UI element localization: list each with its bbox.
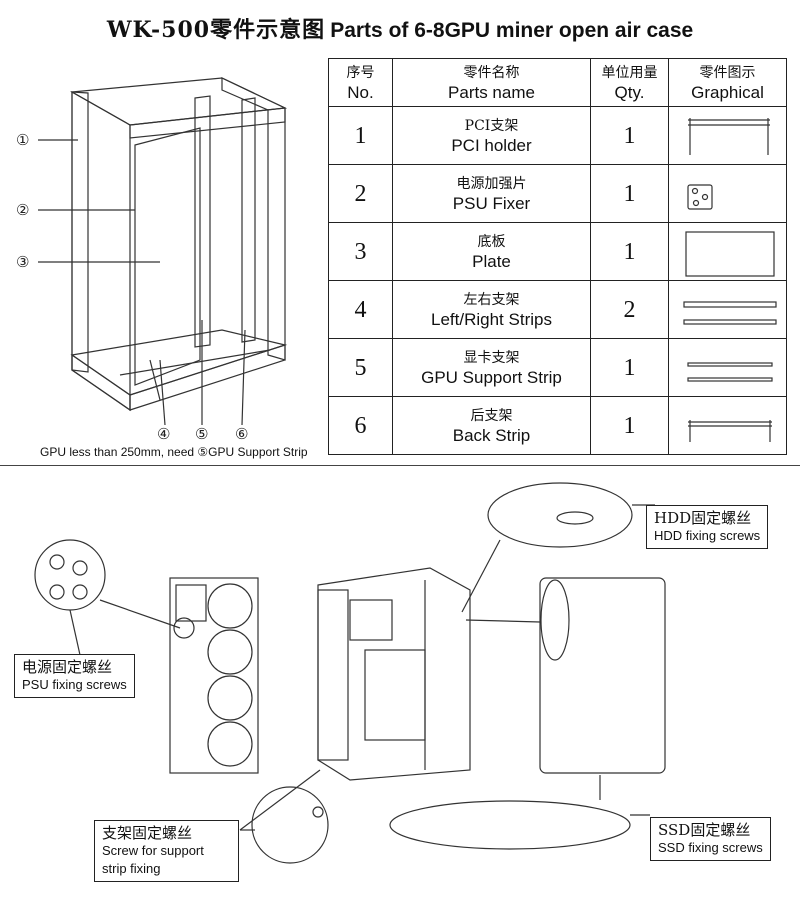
case-panel-view xyxy=(465,577,666,774)
row-no: 1 xyxy=(328,106,393,165)
label-2: ② xyxy=(16,201,30,219)
label-1: ① xyxy=(16,131,30,149)
row-qty: 1 xyxy=(590,164,669,223)
row-graphic xyxy=(668,338,787,397)
row-graphic xyxy=(668,106,787,165)
row-qty: 2 xyxy=(590,280,669,339)
page-title: WK-500零件示意图 Parts of 6-8GPU miner open a… xyxy=(0,12,800,44)
strip-screws-zoom xyxy=(240,786,329,864)
row-no: 6 xyxy=(328,396,393,455)
row-qty: 1 xyxy=(590,338,669,397)
title-zh: WK-500零件示意图 xyxy=(106,17,326,43)
row-no: 5 xyxy=(328,338,393,397)
label-4: ④ xyxy=(157,425,171,443)
row-no: 2 xyxy=(328,164,393,223)
row-no: 4 xyxy=(328,280,393,339)
psu-screws-callout: 电源固定螺丝 PSU fixing screws xyxy=(14,654,135,698)
ssd-screws-zoom xyxy=(389,775,650,850)
section-divider xyxy=(0,465,800,466)
row-no: 3 xyxy=(328,222,393,281)
row-qty: 1 xyxy=(590,396,669,455)
label-5: ⑤ xyxy=(195,425,209,443)
title-en: Parts of 6-8GPU miner open air case xyxy=(330,19,694,42)
row-graphic xyxy=(668,280,787,339)
psu-screws-zoom xyxy=(34,539,181,656)
strip-screws-callout: 支架固定螺丝 Screw for support strip fixing xyxy=(94,820,239,882)
hdd-screws-callout: HDD固定螺丝 HDD fixing screws xyxy=(646,505,769,549)
hdd-screws-zoom xyxy=(461,482,655,613)
case-iso-view xyxy=(239,567,471,831)
label-3: ③ xyxy=(16,253,30,271)
case-side-view xyxy=(169,577,259,774)
row-graphic xyxy=(668,164,787,223)
label-6: ⑥ xyxy=(235,425,249,443)
gpu-length-note: GPU less than 250mm, need ⑤GPU Support S… xyxy=(40,445,308,459)
row-qty: 1 xyxy=(590,222,669,281)
row-qty: 1 xyxy=(590,106,669,165)
ssd-screws-callout: SSD固定螺丝 SSD fixing screws xyxy=(650,817,771,861)
frame-exploded-drawing xyxy=(70,77,288,412)
row-graphic xyxy=(668,222,787,281)
row-graphic xyxy=(668,396,787,455)
